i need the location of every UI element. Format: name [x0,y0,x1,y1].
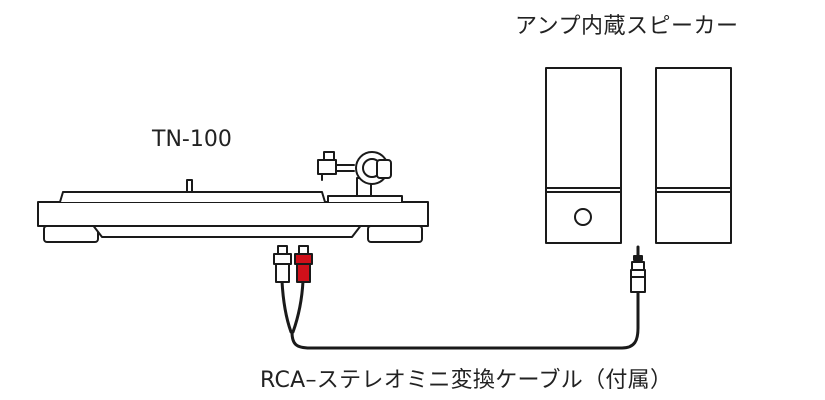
stereo-mini-plug [630,245,646,293]
speaker-label: アンプ内蔵スピーカー [515,14,739,39]
turntable [37,151,429,243]
speaker-left [545,67,622,244]
turntable-label: TN-100 [152,127,232,152]
turntable-foot-right [367,225,423,243]
rca-plug-white [273,245,292,283]
cable-wire-main [290,290,640,350]
headphone-jack-icon [574,208,592,226]
speaker-right [655,67,732,244]
turntable-spindle [186,179,193,193]
cable-wire-red [291,279,305,334]
turntable-platter [59,191,326,203]
cable-label: RCA–ステレオミニ変換ケーブル（付属） [260,368,673,393]
turntable-foot-left [43,225,99,243]
tonearm [317,151,392,197]
turntable-plinth [37,201,429,227]
turntable-base-bottom [91,223,363,238]
cable-wire-white [280,279,293,334]
cable [273,245,646,350]
rca-plug-red [294,245,313,283]
